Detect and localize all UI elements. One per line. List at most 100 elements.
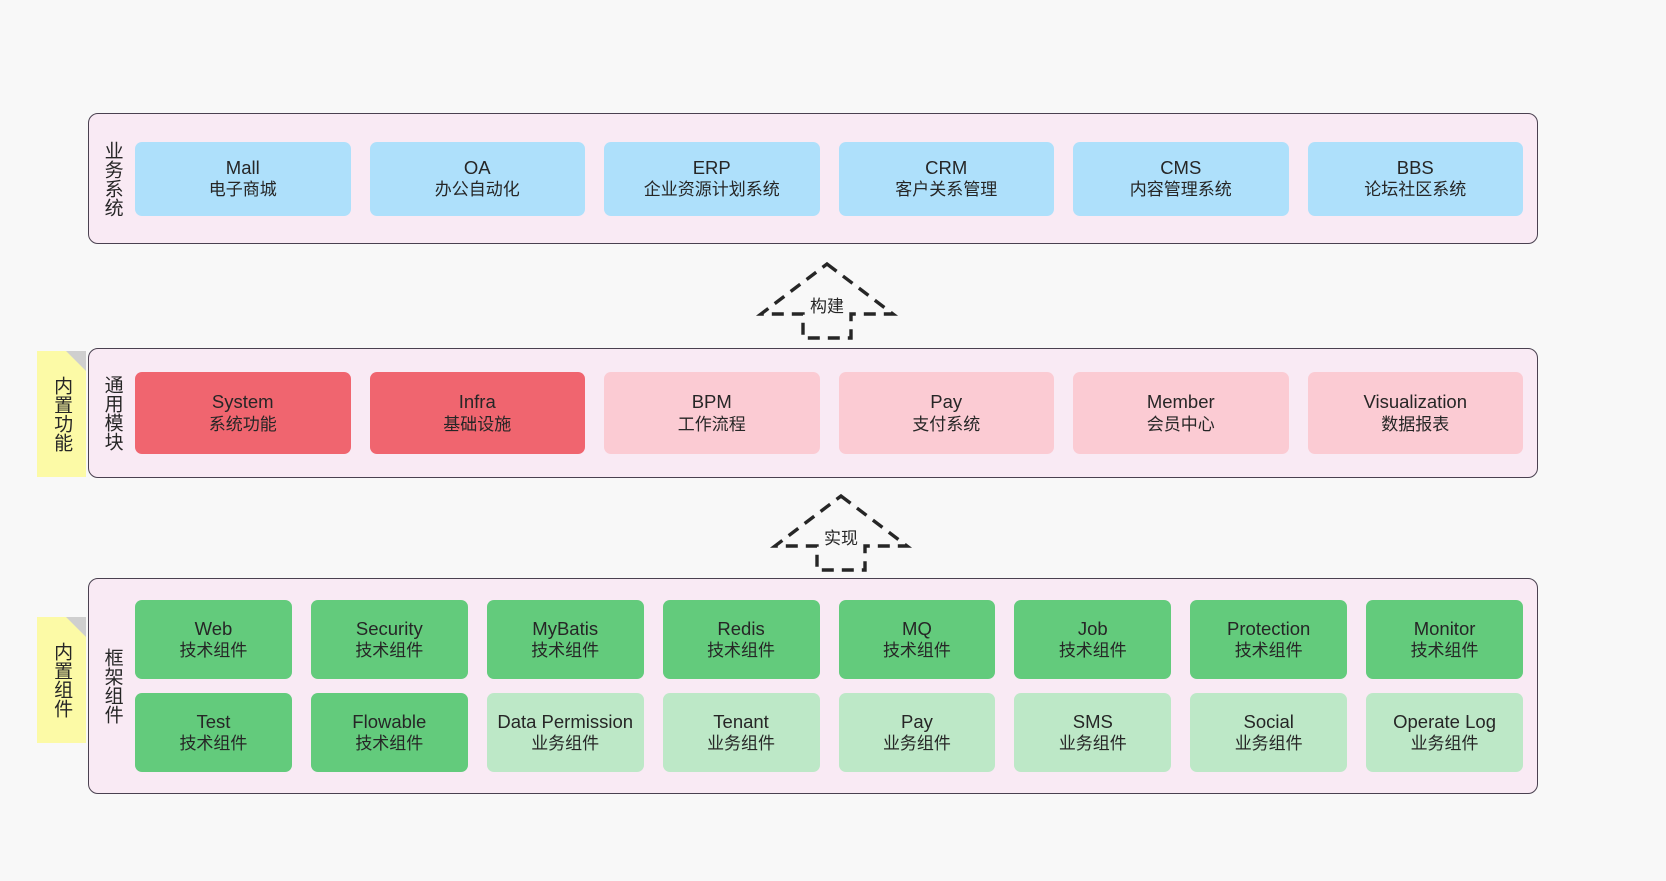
component-name: Test <box>196 710 231 732</box>
module-card-member[interactable]: Member 会员中心 <box>1073 372 1289 454</box>
layer-common-modules: 通用模块 System 系统功能 Infra 基础设施 BPM 工作流程 Pay… <box>88 348 1538 478</box>
component-name: Data Permission <box>497 710 634 732</box>
module-name: Pay <box>930 391 963 413</box>
component-card-pay[interactable]: Pay 业务组件 <box>838 693 996 772</box>
module-card-pay[interactable]: Pay 支付系统 <box>838 372 1054 454</box>
component-subtitle: 业务组件 <box>1058 734 1127 754</box>
module-card-system[interactable]: System 系统功能 <box>135 372 351 454</box>
component-name: Monitor <box>1413 617 1476 639</box>
component-subtitle: 技术组件 <box>355 734 424 754</box>
component-subtitle: 技术组件 <box>707 641 776 661</box>
component-card-operate-log[interactable]: Operate Log 业务组件 <box>1366 693 1523 772</box>
module-subtitle: 企业资源计划系统 <box>643 180 780 200</box>
component-name: Tenant <box>713 710 769 732</box>
module-card-infra[interactable]: Infra 基础设施 <box>369 372 585 454</box>
connector-build: 构建 <box>755 260 899 340</box>
component-name: Web <box>194 617 233 639</box>
component-name: Flowable <box>352 710 427 732</box>
note-label: 内置组件 <box>51 642 73 718</box>
module-name: Mall <box>225 156 260 178</box>
layer-business-systems: 业务系统 Mall 电子商城 OA 办公自动化 ERP 企业资源计划系统 CRM… <box>88 113 1538 244</box>
module-name: CRM <box>925 156 968 178</box>
module-card-bbs[interactable]: BBS 论坛社区系统 <box>1307 141 1523 216</box>
component-name: Protection <box>1227 617 1311 639</box>
module-card-visualization[interactable]: Visualization 数据报表 <box>1307 372 1523 454</box>
component-name: Pay <box>900 710 933 732</box>
component-subtitle: 技术组件 <box>355 641 424 661</box>
module-name: CMS <box>1160 156 1202 178</box>
note-fold-corner <box>66 351 86 371</box>
module-subtitle: 会员中心 <box>1146 414 1215 434</box>
component-card-flowable[interactable]: Flowable 技术组件 <box>310 693 468 772</box>
component-subtitle: 技术组件 <box>882 641 951 661</box>
note-builtin-functions: 内置功能 <box>37 351 86 477</box>
component-card-monitor[interactable]: Monitor 技术组件 <box>1366 600 1523 679</box>
module-card-cms[interactable]: CMS 内容管理系统 <box>1073 141 1289 216</box>
module-name: OA <box>463 156 491 178</box>
module-subtitle: 客户关系管理 <box>895 180 998 200</box>
component-card-protection[interactable]: Protection 技术组件 <box>1190 600 1348 679</box>
component-subtitle: 业务组件 <box>707 734 776 754</box>
module-name: System <box>211 391 274 413</box>
module-card-oa[interactable]: OA 办公自动化 <box>369 141 585 216</box>
component-card-web[interactable]: Web 技术组件 <box>135 600 292 679</box>
component-card-sms[interactable]: SMS 业务组件 <box>1014 693 1172 772</box>
module-subtitle: 电子商城 <box>208 180 277 200</box>
component-subtitle: 业务组件 <box>882 734 951 754</box>
component-subtitle: 业务组件 <box>1410 734 1479 754</box>
component-subtitle: 技术组件 <box>531 641 600 661</box>
component-card-redis[interactable]: Redis 技术组件 <box>662 600 820 679</box>
component-card-security[interactable]: Security 技术组件 <box>310 600 468 679</box>
module-subtitle: 支付系统 <box>912 414 981 434</box>
component-name: Job <box>1077 617 1108 639</box>
component-card-job[interactable]: Job 技术组件 <box>1014 600 1172 679</box>
component-card-mq[interactable]: MQ 技术组件 <box>838 600 996 679</box>
component-card-test[interactable]: Test 技术组件 <box>135 693 292 772</box>
component-subtitle: 技术组件 <box>179 734 248 754</box>
module-subtitle: 工作流程 <box>677 414 746 434</box>
module-name: Member <box>1146 391 1215 413</box>
note-fold-corner <box>66 617 86 637</box>
layer-title-framework-components: 框架组件 <box>101 648 123 724</box>
component-subtitle: 技术组件 <box>1058 641 1127 661</box>
component-subtitle: 业务组件 <box>531 734 600 754</box>
component-card-mybatis[interactable]: MyBatis 技术组件 <box>486 600 644 679</box>
module-subtitle: 办公自动化 <box>434 180 520 200</box>
module-subtitle: 基础设施 <box>443 414 512 434</box>
component-subtitle: 技术组件 <box>179 641 248 661</box>
component-subtitle: 技术组件 <box>1234 641 1303 661</box>
module-card-crm[interactable]: CRM 客户关系管理 <box>838 141 1054 216</box>
component-card-data-permission[interactable]: Data Permission 业务组件 <box>486 693 644 772</box>
cell-row: Test 技术组件 Flowable 技术组件 Data Permission … <box>135 693 1523 772</box>
layer-framework-components: 框架组件 Web 技术组件 Security 技术组件 MyBatis 技术组件… <box>88 578 1538 794</box>
note-label: 内置功能 <box>51 376 73 452</box>
module-name: ERP <box>692 156 731 178</box>
component-name: Security <box>355 617 423 639</box>
module-card-mall[interactable]: Mall 电子商城 <box>135 141 351 216</box>
module-name: Infra <box>458 391 496 413</box>
layer-cells-business-systems: Mall 电子商城 OA 办公自动化 ERP 企业资源计划系统 CRM 客户关系… <box>135 114 1537 243</box>
component-card-social[interactable]: Social 业务组件 <box>1190 693 1348 772</box>
component-name: SMS <box>1072 710 1113 732</box>
layer-title-common-modules: 通用模块 <box>101 375 123 451</box>
component-card-tenant[interactable]: Tenant 业务组件 <box>662 693 820 772</box>
module-subtitle: 数据报表 <box>1381 414 1450 434</box>
connector-label: 实现 <box>822 524 860 549</box>
layer-cells-framework-components: Web 技术组件 Security 技术组件 MyBatis 技术组件 Redi… <box>135 579 1537 793</box>
component-subtitle: 业务组件 <box>1234 734 1303 754</box>
connector-label: 构建 <box>808 292 846 317</box>
module-card-bpm[interactable]: BPM 工作流程 <box>604 372 820 454</box>
layer-title-business-systems: 业务系统 <box>101 140 123 217</box>
cell-row: Web 技术组件 Security 技术组件 MyBatis 技术组件 Redi… <box>135 600 1523 679</box>
connector-implement: 实现 <box>769 492 913 572</box>
cell-row: System 系统功能 Infra 基础设施 BPM 工作流程 Pay 支付系统… <box>135 372 1523 454</box>
module-name: BBS <box>1396 156 1434 178</box>
note-builtin-components: 内置组件 <box>37 617 86 743</box>
module-card-erp[interactable]: ERP 企业资源计划系统 <box>604 141 820 216</box>
cell-row: Mall 电子商城 OA 办公自动化 ERP 企业资源计划系统 CRM 客户关系… <box>135 141 1523 216</box>
component-name: MyBatis <box>532 617 599 639</box>
module-name: Visualization <box>1363 391 1468 413</box>
module-subtitle: 系统功能 <box>208 414 277 434</box>
layer-cells-common-modules: System 系统功能 Infra 基础设施 BPM 工作流程 Pay 支付系统… <box>135 349 1537 477</box>
